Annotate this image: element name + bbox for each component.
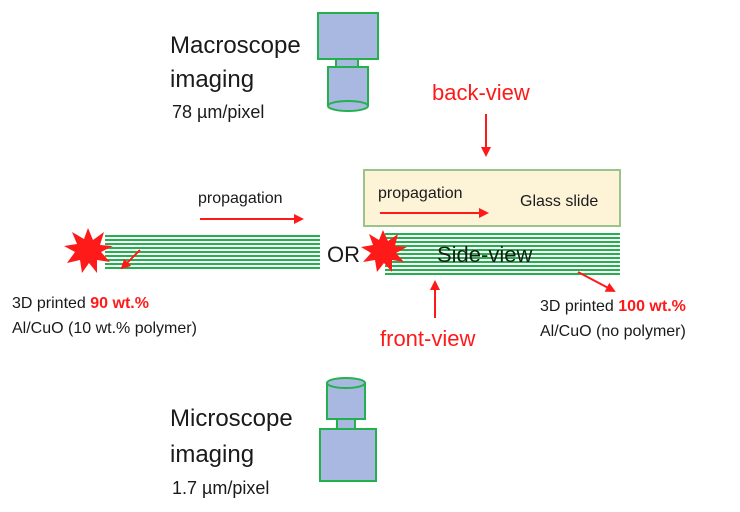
microscope-title: Microscope	[170, 405, 293, 432]
right-caption-highlight: 100 wt.%	[618, 298, 686, 315]
right-propagation-label: propagation	[378, 185, 463, 202]
ignition-spark-icon	[64, 228, 113, 273]
macroscope-resolution: 78 µm/pixel	[172, 102, 265, 122]
macroscope-title: Macroscope	[170, 32, 301, 59]
left-caption-line2: Al/CuO (10 wt.% polymer)	[12, 320, 197, 337]
macroscope-subtitle: imaging	[170, 66, 255, 93]
back-view-label: back-view	[432, 80, 530, 105]
left-caption-line1: 3D printed 90 wt.%	[12, 294, 149, 314]
right-caption-prefix: 3D printed	[540, 298, 614, 315]
or-label: OR	[327, 242, 360, 267]
glass-slide-label: Glass slide	[520, 193, 599, 210]
macroscope-camera-icon	[317, 12, 379, 112]
right-caption-arrow	[577, 271, 616, 292]
microscope-camera-icon	[319, 377, 377, 482]
left-caption-highlight: 90 wt.%	[90, 295, 149, 312]
glass-slide-box	[363, 169, 621, 227]
left-strip	[105, 234, 320, 270]
right-strip	[385, 233, 620, 275]
right-caption-line2: Al/CuO (no polymer)	[540, 323, 686, 340]
left-caption-arrow	[120, 249, 141, 270]
ignition-spark-icon	[361, 230, 407, 272]
microscope-subtitle: imaging	[170, 441, 255, 468]
left-caption-prefix: 3D printed	[12, 295, 86, 312]
side-view-label: Side-view	[437, 242, 533, 267]
left-propagation-label: propagation	[198, 190, 283, 207]
microscope-resolution: 1.7 µm/pixel	[172, 478, 270, 498]
front-view-label: front-view	[380, 326, 476, 351]
right-caption-line1: 3D printed 100 wt.%	[540, 297, 686, 317]
